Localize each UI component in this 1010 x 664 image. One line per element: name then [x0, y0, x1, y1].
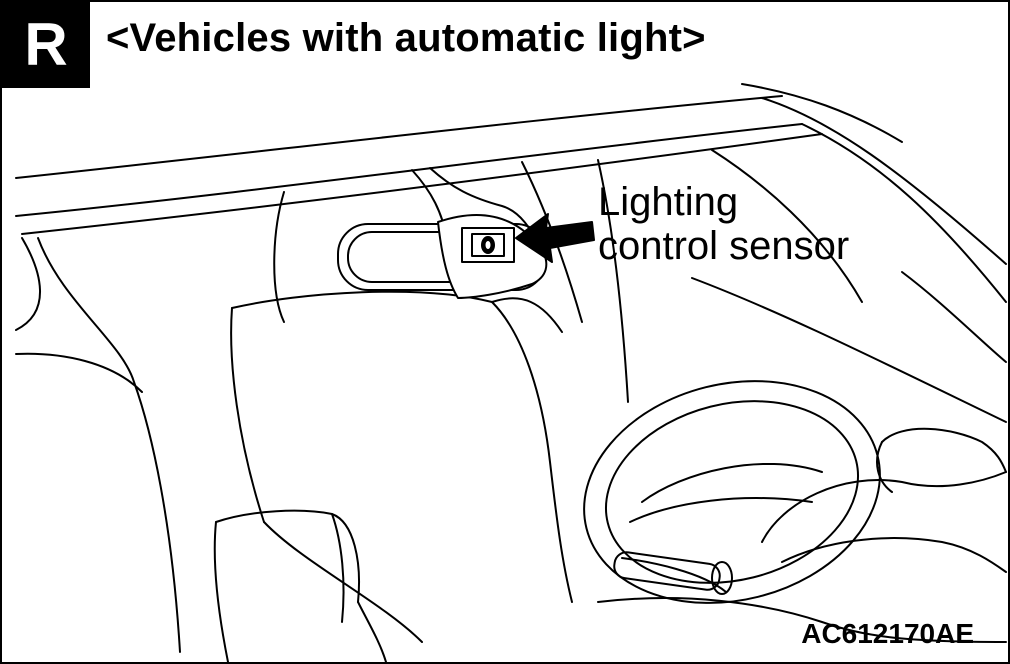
callout-label: Lighting control sensor — [598, 180, 849, 268]
callout-line-1: Lighting — [598, 180, 739, 224]
center-console — [215, 511, 386, 662]
callout-line-2: control sensor — [598, 224, 850, 268]
roof-lines — [16, 84, 1006, 302]
steering-wheel — [560, 351, 903, 633]
seat — [231, 192, 572, 642]
a-pillar — [16, 238, 180, 652]
pointer-arrow — [515, 213, 595, 263]
section-badge: R — [2, 2, 90, 88]
diagram-title: <Vehicles with automatic light> — [106, 16, 706, 60]
figure-code: AC612170AE — [801, 618, 974, 649]
dashboard — [598, 429, 1006, 642]
